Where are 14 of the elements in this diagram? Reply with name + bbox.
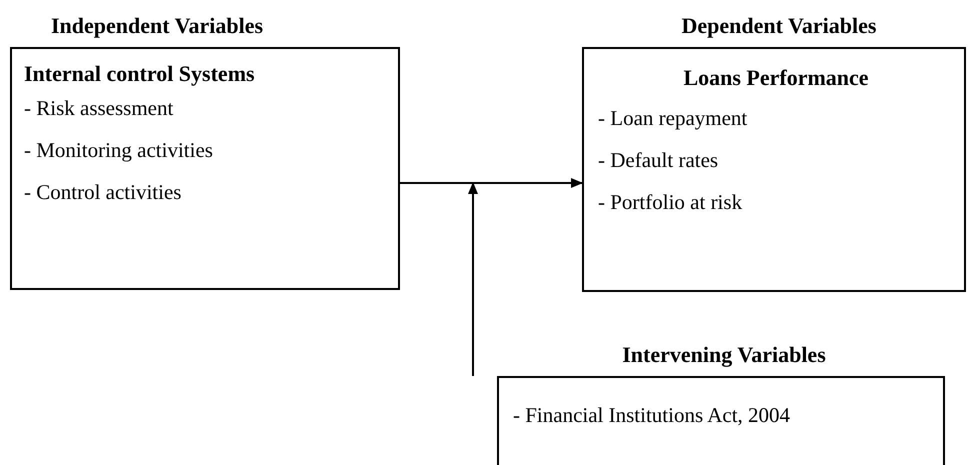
heading: Independent Variables — [50, 12, 264, 40]
list-item: - Financial Institutions Act, 2004 — [513, 402, 790, 429]
list-item: - Control activities — [24, 179, 182, 206]
list-item: - Default rates — [598, 147, 718, 174]
list-item: - Loan repayment — [598, 105, 748, 132]
box-title: Loans Performance — [682, 64, 870, 92]
list-item: - Portfolio at risk — [598, 189, 742, 216]
arrow — [400, 178, 583, 188]
arrow — [468, 182, 478, 376]
list-item: - Monitoring activities — [24, 137, 213, 164]
heading: Dependent Variables — [680, 12, 878, 40]
box-title: Internal control Systems — [24, 60, 255, 88]
list-item: - Risk assessment — [24, 95, 174, 122]
heading: Intervening Variables — [621, 341, 827, 369]
